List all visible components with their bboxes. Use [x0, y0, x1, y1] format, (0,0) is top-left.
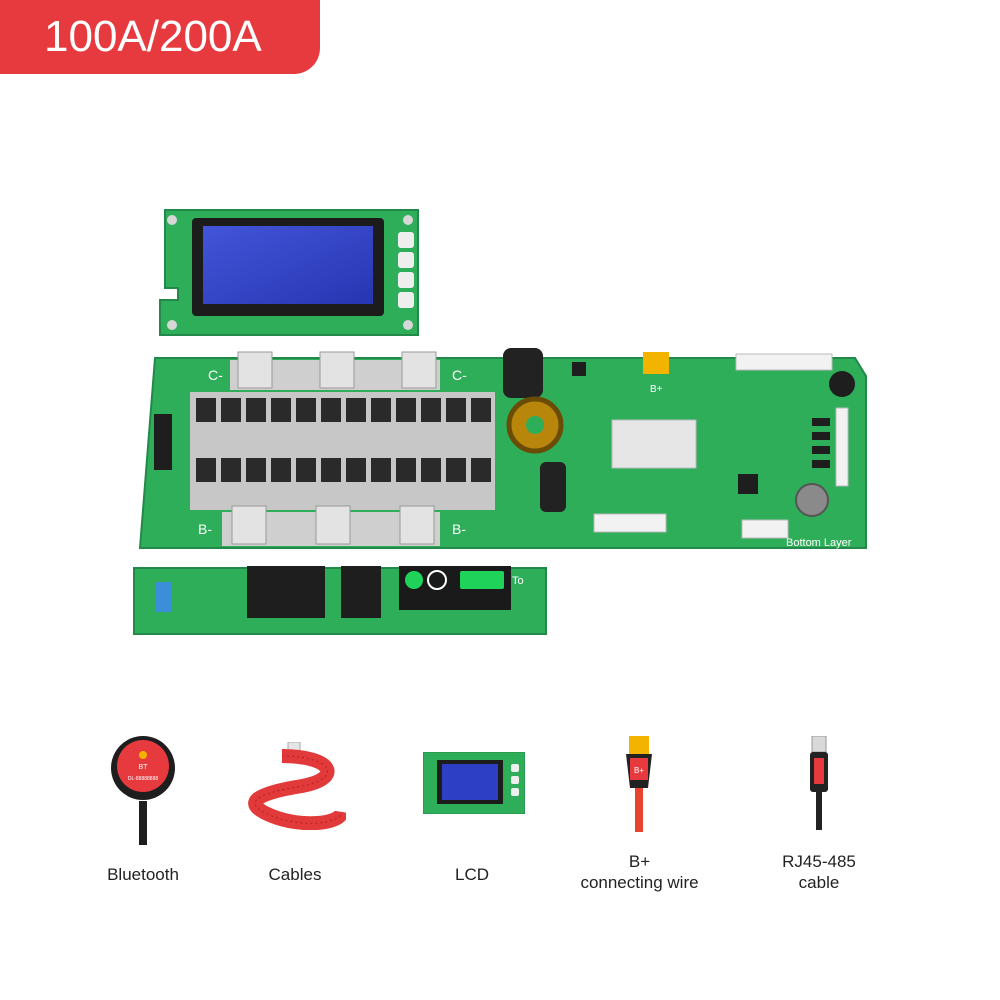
- accessory-b-plus-wire: B+ connecting wire: [567, 851, 712, 893]
- ribbon-cable-icon: [248, 742, 346, 830]
- c-minus-label-right: C-: [452, 367, 467, 383]
- rj45-cable-label-line1: RJ45-485: [782, 852, 856, 871]
- bluetooth-label: Bluetooth: [107, 865, 179, 884]
- b-plus-wire-label-line2: connecting wire: [580, 873, 699, 892]
- to-label: To: [512, 575, 524, 587]
- usb-cable-icon: [810, 736, 828, 830]
- accessory-rj45-cable: RJ45-485 cable: [758, 851, 880, 893]
- xt60-plug-text: B+: [634, 766, 644, 775]
- io-board: To: [133, 566, 547, 635]
- b-minus-label-left: B-: [198, 521, 212, 537]
- accessory-bluetooth: Bluetooth: [88, 864, 198, 885]
- bluetooth-serial-text: DL-88888888: [128, 776, 159, 782]
- b-plus-label: B+: [650, 384, 663, 395]
- lcd-board: [159, 209, 419, 336]
- main-board: C- C- B- B- B+ Bottom Layer: [138, 348, 867, 549]
- badge-label: 100A/200A: [44, 12, 262, 61]
- xt60-wire-icon: B+: [626, 736, 652, 832]
- accessory-cables: Cables: [240, 864, 350, 885]
- bottom-layer-label: Bottom Layer: [786, 537, 852, 549]
- product-badge: 100A/200A: [0, 0, 320, 74]
- cables-label: Cables: [268, 865, 322, 884]
- accessory-lcd: LCD: [417, 864, 527, 885]
- bluetooth-module-icon: BT DL-88888888: [111, 736, 175, 845]
- pcb-illustration: C- C- B- B- B+ Bottom Layer: [133, 209, 867, 635]
- bluetooth-badge-text: BT: [139, 764, 149, 771]
- rj45-cable-label-line2: cable: [798, 873, 840, 892]
- lcd-module-icon: [423, 752, 525, 814]
- b-plus-wire-label-line1: B+: [628, 852, 651, 871]
- lcd-label: LCD: [454, 865, 489, 884]
- b-minus-label-right: B-: [452, 521, 466, 537]
- c-minus-label-left: C-: [208, 367, 223, 383]
